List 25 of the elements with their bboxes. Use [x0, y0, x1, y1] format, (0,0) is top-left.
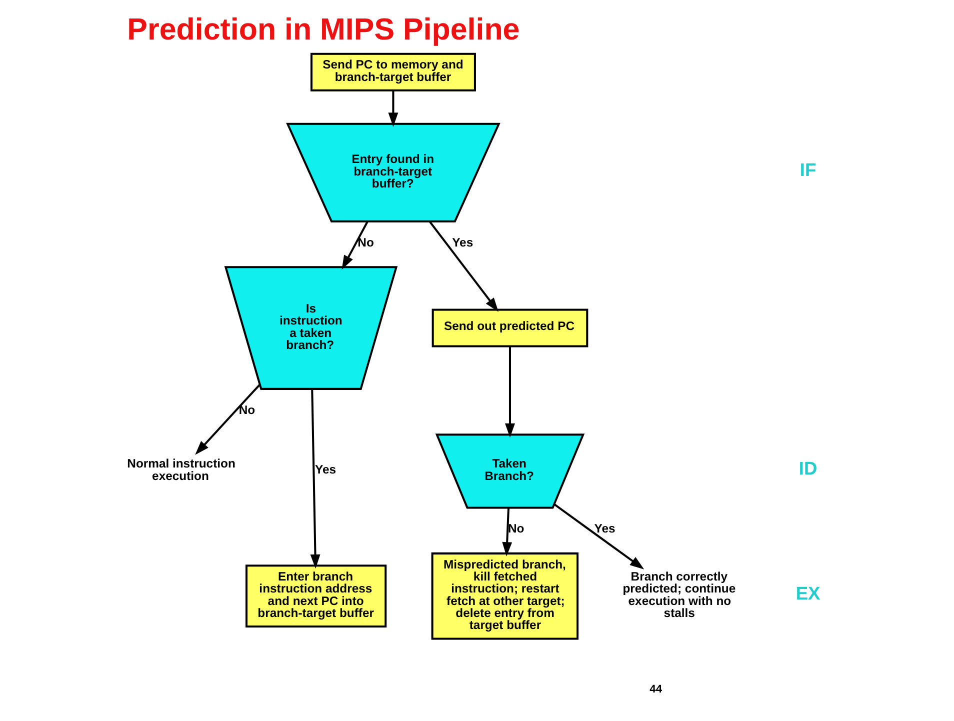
arrow: [504, 346, 514, 438]
arrow: [388, 90, 398, 127]
label: EX: [795, 582, 820, 604]
arrow: [502, 508, 512, 556]
arrow: [428, 221, 498, 312]
edge-label: No: [238, 402, 255, 417]
node-box: Send out predicted PC: [431, 308, 588, 348]
edge-label: Yes: [452, 235, 473, 250]
edge-label: No: [507, 522, 524, 536]
label: IF: [799, 159, 816, 180]
edge-label: Yes: [594, 522, 615, 536]
edge-label: No: [357, 235, 374, 250]
label: 44: [649, 683, 662, 696]
node-box: Enter branch instruction address and next PC into branch-target buffer: [244, 564, 386, 628]
node-text: Branch correctly predicted; continue execution with no stalls: [622, 569, 736, 620]
arrow: [553, 504, 644, 570]
diagram-title: Prediction in MIPS Pipeline: [126, 12, 520, 47]
arrow: [341, 221, 368, 270]
arrow: [310, 389, 320, 569]
node-text: Normal instruction execution: [126, 456, 235, 483]
arrow: [194, 384, 260, 455]
edge-label: Yes: [314, 462, 336, 476]
node-box: Send PC to memory and branch-target buffer: [310, 52, 476, 92]
label: ID: [798, 458, 817, 479]
node-box: Mispredicted branch, kill fetched instruction; restart fetch at other target; delete entry from target buffer: [430, 552, 578, 640]
